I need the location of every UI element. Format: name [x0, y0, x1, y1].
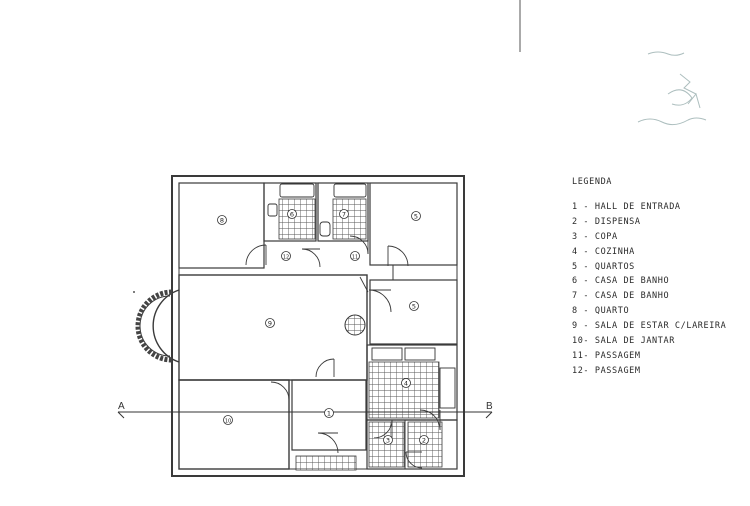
room-marker [339, 209, 349, 219]
room-marker [217, 215, 227, 225]
room-marker [419, 435, 429, 445]
legend-item: 7 - CASA DE BANHO [572, 291, 670, 302]
room-8-outline [178, 182, 265, 269]
room-5a-outline [369, 182, 458, 266]
legend-item: 12- PASSAGEM [572, 365, 641, 376]
room-number-label: 4 [404, 379, 408, 387]
legend-item: 11- PASSAGEM [572, 350, 641, 361]
legend-title: LEGENDA [572, 177, 613, 187]
room-number-label: 5 [412, 302, 416, 310]
room-number-label: 3 [386, 436, 390, 444]
room-marker [350, 251, 360, 261]
room-marker [287, 209, 297, 219]
room-marker [324, 408, 334, 418]
room-number-label: 1 [327, 409, 331, 417]
room-marker [383, 435, 393, 445]
legend-item: 9 - SALA DE ESTAR C/LAREIRA [572, 321, 727, 332]
legend-item: 6 - CASA DE BANHO [572, 276, 670, 287]
room-number-label: 10 [225, 418, 231, 424]
room-number-label: 6 [290, 210, 294, 218]
room-3-outline [366, 419, 458, 470]
room-number-label: 5 [414, 212, 418, 220]
legend-item: 10- SALA DE JANTAR [572, 336, 675, 347]
room-marker [411, 211, 421, 221]
signature-stamp [637, 51, 707, 126]
room-number-label: 9 [268, 319, 272, 327]
legend-item: 8 - QUARTO [572, 306, 630, 317]
room-1-outline [291, 379, 367, 451]
room-number-label: 8 [220, 216, 224, 224]
legend-item: 3 - COPA [572, 231, 618, 242]
room-number-label: 12 [283, 254, 289, 260]
legend-item: 5 - QUARTOS [572, 261, 635, 272]
room-marker [281, 251, 291, 261]
legend-item: 2 - DISPENSA [572, 216, 641, 227]
room-marker [409, 301, 419, 311]
room-7-outline [317, 182, 369, 242]
room-marker [223, 415, 233, 425]
section-label-b: B [486, 401, 493, 412]
room-10-outline [178, 379, 290, 470]
section-label-a: A [118, 401, 125, 412]
room-marker [401, 378, 411, 388]
legend-item: 4 - COZINHA [572, 246, 635, 257]
fireplace-bay [152, 289, 180, 363]
room-9-outline [178, 274, 368, 381]
room-number-label: 11 [352, 254, 358, 260]
room-number-label: 7 [342, 210, 346, 218]
room-marker [265, 318, 275, 328]
legend: LEGENDA 1 - HALL DE ENTRADA 2 - DISPENSA… [572, 175, 726, 379]
legend-item: 1 - HALL DE ENTRADA [572, 201, 681, 212]
outer-wall [171, 175, 465, 477]
room-6-outline [263, 182, 317, 242]
room-number-label: 2 [422, 436, 426, 444]
